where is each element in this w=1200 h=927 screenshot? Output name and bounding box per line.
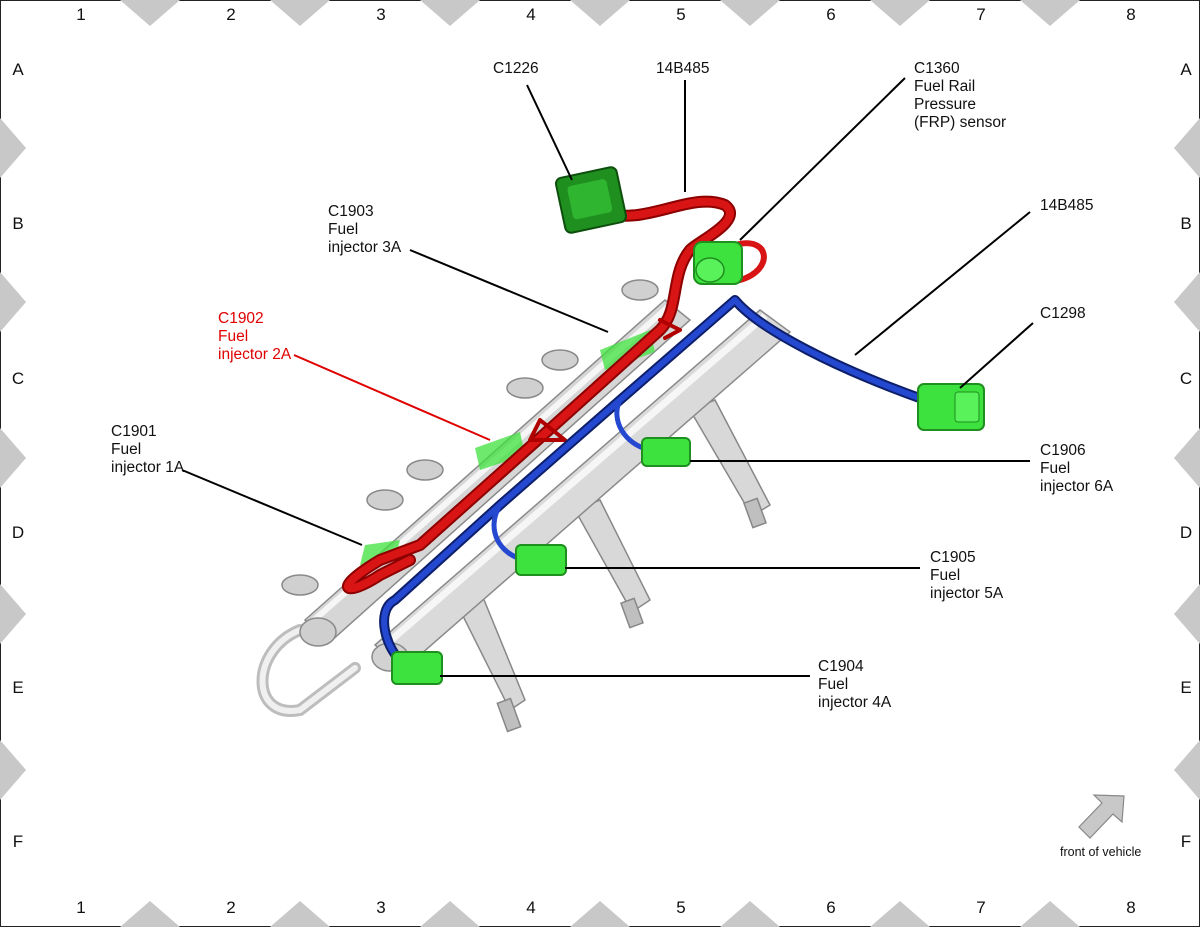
front-of-vehicle-label: front of vehicle xyxy=(1060,845,1142,859)
grid-col-3-top: 3 xyxy=(376,5,386,24)
injector-bodies xyxy=(281,279,771,733)
label-c1903: C1903 Fuel injector 3A xyxy=(328,203,402,256)
grid-col-5-bottom: 5 xyxy=(676,898,686,917)
red-harness xyxy=(341,195,767,595)
grid-col-7-top: 7 xyxy=(976,5,986,24)
grid-row-f-left: F xyxy=(12,832,24,851)
grid-col-6-top: 6 xyxy=(826,5,836,24)
grid-col-4-top: 4 xyxy=(526,5,536,24)
label-c1226: C1226 xyxy=(493,60,539,77)
label-c1902: C1902 Fuel injector 2A xyxy=(218,310,292,363)
arrow-up-right-icon xyxy=(1078,794,1125,839)
grid-row-d-left: D xyxy=(11,523,25,542)
grid-row-a-right: A xyxy=(1180,60,1192,79)
grid-col-2-top: 2 xyxy=(226,5,236,24)
grid-row-e-right: E xyxy=(1180,678,1192,697)
grid-col-4-bottom: 4 xyxy=(526,898,536,917)
c1360-connector xyxy=(693,241,743,285)
grid-col-1-top: 1 xyxy=(76,5,86,24)
grid-row-c-right: C xyxy=(1179,369,1193,388)
grid-col-2-bottom: 2 xyxy=(226,898,236,917)
label-c1906: C1906 Fuel injector 6A xyxy=(1040,442,1114,495)
grid-col-6-bottom: 6 xyxy=(826,898,836,917)
label-c1901: C1901 Fuel injector 1A xyxy=(111,423,185,476)
c1906-connector xyxy=(641,437,691,467)
grid-col-1-bottom: 1 xyxy=(76,898,86,917)
label-14b485-right: 14B485 xyxy=(1040,197,1094,214)
label-c1904: C1904 Fuel injector 4A xyxy=(818,658,892,711)
grid-col-7-bottom: 7 xyxy=(976,898,986,917)
grid-col-8-top: 8 xyxy=(1126,5,1136,24)
grid-col-5-top: 5 xyxy=(676,5,686,24)
label-c1298: C1298 xyxy=(1040,305,1086,322)
leader-lines xyxy=(181,77,1034,677)
grid-row-d-right: D xyxy=(1179,523,1193,542)
grid-col-3-bottom: 3 xyxy=(376,898,386,917)
lower-fuel-rail xyxy=(371,309,792,672)
c1226-connector xyxy=(554,166,628,234)
grid-row-c-left: C xyxy=(11,369,25,388)
label-c1360: C1360 Fuel Rail Pressure (FRP) sensor xyxy=(914,60,1007,131)
grid-row-e-left: E xyxy=(12,678,24,697)
label-14b485-top: 14B485 xyxy=(656,60,710,77)
grid-row-b-right: B xyxy=(1180,214,1192,233)
leader-line-c1902 xyxy=(293,354,491,441)
label-c1905: C1905 Fuel injector 5A xyxy=(930,549,1004,602)
grid-row-b-left: B xyxy=(12,214,24,233)
c1904-connector xyxy=(391,651,443,685)
c1298-connector xyxy=(917,383,985,431)
grid-col-8-bottom: 8 xyxy=(1126,898,1136,917)
grid-row-f-right: F xyxy=(1180,832,1192,851)
grid-row-a-left: A xyxy=(12,60,24,79)
c1905-connector xyxy=(515,544,567,576)
